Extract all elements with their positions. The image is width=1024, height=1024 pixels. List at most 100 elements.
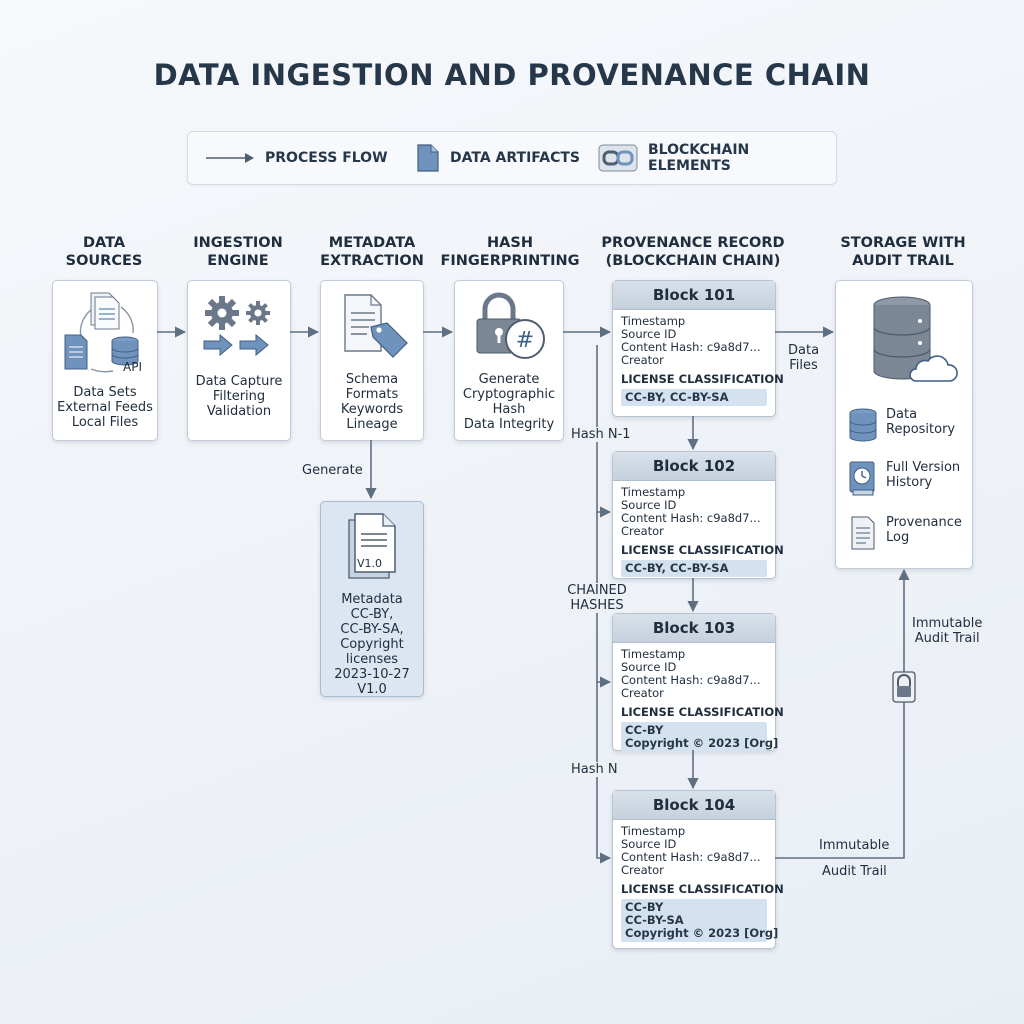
hash-n-minus-1-label: Hash N-1	[571, 427, 631, 442]
license-box: CC-BY CC-BY-SA Copyright © 2023 [Org]	[621, 899, 779, 942]
card-line: External Feeds	[57, 400, 153, 415]
legend-process-flow: PROCESS FLOW	[205, 132, 388, 184]
license-classification-title: LICENSE CLASSIFICATION	[621, 372, 784, 386]
block-title: Block 102	[613, 452, 775, 481]
block-field: Creator	[621, 686, 664, 700]
card-line: 2023-10-27	[334, 667, 410, 682]
heading-data-sources: DATA SOURCES	[52, 234, 156, 270]
lock-hash-icon: #	[476, 292, 545, 359]
chain-link-icon	[598, 144, 638, 172]
legend: PROCESS FLOW DATA ARTIFACTS BLOCKCHAIN E…	[187, 131, 837, 185]
svg-text:#: #	[516, 328, 534, 353]
heading-provenance-record: PROVENANCE RECORD (BLOCKCHAIN CHAIN)	[598, 234, 788, 270]
block-field: Timestamp	[621, 314, 686, 328]
card-line: Metadata	[341, 592, 403, 607]
storage-card: Data Repository Full Version History Pro…	[835, 280, 973, 569]
license-classification-title: LICENSE CLASSIFICATION	[621, 543, 784, 557]
chained-line: CHAINED	[567, 583, 627, 598]
log-document-icon	[851, 516, 875, 550]
license-entry: CC-BY, CC-BY-SA	[625, 561, 729, 575]
license-box: CC-BY, CC-BY-SA	[621, 389, 767, 406]
heading-line: PROVENANCE RECORD	[601, 235, 785, 251]
data-files-line: Data	[788, 343, 820, 358]
chained-hashes-label: CHAINED HASHES	[563, 583, 631, 613]
heading-line: STORAGE WITH	[840, 235, 966, 251]
card-line: Cryptographic	[462, 387, 556, 402]
storage-item-repository: Data Repository	[848, 407, 968, 447]
heading-line: DATA	[82, 235, 126, 251]
database-icon	[849, 408, 877, 442]
card-line: Filtering	[212, 389, 266, 404]
heading-storage: STORAGE WITH AUDIT TRAIL	[830, 234, 976, 270]
generate-label: Generate	[302, 463, 363, 478]
card-line: V1.0	[357, 682, 387, 697]
block-field: Content Hash: c9a8d7...	[621, 511, 761, 525]
heading-line: SOURCES	[65, 253, 143, 269]
card-line: Local Files	[71, 415, 139, 430]
license-entry: Copyright © 2023 [Org]	[625, 736, 779, 750]
page-title: DATA INGESTION AND PROVENANCE CHAIN	[153, 58, 871, 92]
block-field: Source ID	[621, 837, 677, 851]
card-line: Hash	[492, 402, 526, 417]
license-entry: Copyright © 2023 [Org]	[625, 926, 779, 940]
heading-metadata-extraction: METADATA EXTRACTION	[312, 234, 432, 270]
storage-item-label: Full Version History	[886, 460, 961, 490]
block-field: Source ID	[621, 660, 677, 674]
database-server-icon	[873, 296, 958, 382]
api-label: API	[123, 360, 142, 374]
block-title: Block 103	[613, 614, 775, 643]
audit-trail-label-lower: Audit Trail	[822, 864, 887, 879]
data-files-line: Files	[789, 358, 818, 373]
block-body: Timestamp Source ID Content Hash: c9a8d7…	[613, 481, 784, 577]
chain-line-hash-n	[596, 682, 612, 864]
block-body: Timestamp Source ID Content Hash: c9a8d7…	[613, 820, 784, 942]
block-104: Block 104 Timestamp Source ID Content Ha…	[612, 790, 784, 949]
block-title: Block 104	[613, 791, 775, 820]
license-box: CC-BY, CC-BY-SA	[621, 560, 767, 577]
block-field: Timestamp	[621, 647, 686, 661]
block-101: Block 101 Timestamp Source ID Content Ha…	[612, 280, 784, 417]
audit-line: Immutable	[912, 616, 983, 631]
card-line: Generate	[478, 372, 540, 387]
heading-line: FINGERPRINTING	[440, 253, 580, 269]
heading-hash-fingerprinting: HASH FINGERPRINTING	[435, 234, 585, 270]
block-field: Source ID	[621, 327, 677, 341]
block-field: Content Hash: c9a8d7...	[621, 340, 761, 354]
heading-line: HASH	[487, 235, 533, 251]
heading-ingestion-engine: INGESTION ENGINE	[180, 234, 296, 270]
version-badge: V1.0	[357, 557, 383, 570]
block-body: Timestamp Source ID Content Hash: c9a8d7…	[613, 310, 784, 406]
lock-icon	[892, 671, 916, 703]
block-title: Block 101	[613, 281, 775, 310]
metadata-artifact-text: Metadata CC-BY, CC-BY-SA, Copyright lice…	[321, 592, 423, 697]
storage-item-version-history: Full Version History	[848, 460, 968, 500]
data-sources-icon	[64, 292, 139, 373]
ingestion-engine-card: Data Capture Filtering Validation	[187, 280, 291, 441]
block-field: Creator	[621, 353, 664, 367]
immutable-audit-trail-upper: Immutable Audit Trail	[912, 616, 982, 646]
heading-line: EXTRACTION	[320, 253, 424, 269]
block-field: Creator	[621, 863, 664, 877]
heading-line: (BLOCKCHAIN CHAIN)	[605, 253, 781, 269]
document-icon	[417, 144, 439, 172]
block-body: Timestamp Source ID Content Hash: c9a8d7…	[613, 643, 784, 752]
card-line: Schema	[345, 372, 399, 387]
card-line: CC-BY,	[350, 607, 394, 622]
card-line: Data Capture	[195, 374, 283, 389]
immutable-label-lower: Immutable	[819, 838, 890, 853]
card-line: licenses	[345, 652, 399, 667]
metadata-extraction-card: Schema Formats Keywords Lineage	[320, 280, 424, 441]
card-line: Data Sets	[73, 385, 137, 400]
heading-line: METADATA	[328, 235, 416, 251]
hash-fingerprinting-card: # Generate Cryptographic Hash Data Integ…	[454, 280, 564, 441]
gears-icon	[203, 296, 270, 357]
hash-fingerprinting-text: Generate Cryptographic Hash Data Integri…	[455, 372, 563, 432]
card-line: Copyright	[340, 637, 404, 652]
data-sources-card: API Data Sets External Feeds Local Files	[52, 280, 158, 441]
data-files-label: Data Files	[788, 343, 819, 373]
license-entry: CC-BY, CC-BY-SA	[625, 390, 729, 404]
metadata-document-icon	[348, 513, 396, 579]
card-line: Validation	[206, 404, 272, 419]
storage-item-provenance-log: Provenance Log	[848, 515, 968, 555]
